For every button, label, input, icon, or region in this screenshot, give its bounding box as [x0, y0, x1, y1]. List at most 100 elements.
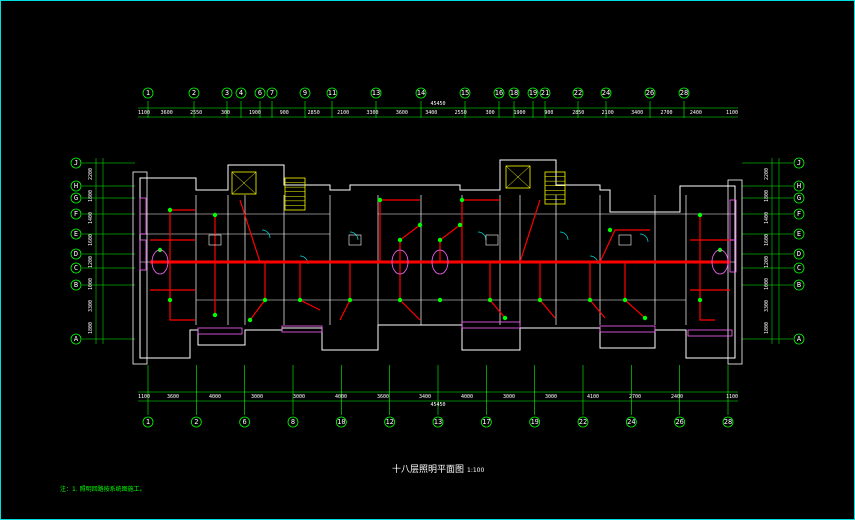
dim-bottom-10: 3000: [545, 394, 557, 400]
axis-label-bottom-12: 12: [385, 418, 393, 426]
dim-top-2: 2550: [190, 110, 202, 116]
circuit-run-1: [169, 262, 195, 321]
circuit-run-22: [239, 199, 261, 263]
dim-top-16: 2100: [602, 110, 614, 116]
light-fixture-18: [459, 197, 465, 203]
axis-label-bottom-2: 2: [194, 418, 198, 426]
axis-label-right-B: B: [797, 281, 801, 289]
axis-bubble-top-16: [493, 87, 505, 99]
axis-label-left-A: A: [74, 335, 79, 343]
dim-bottom-5: 4000: [335, 394, 347, 400]
light-fixture-9: [397, 297, 403, 303]
dim-left-2: 1400: [88, 212, 94, 224]
axis-bubble-left-A: [70, 333, 82, 345]
axis-bubble-right-J: [793, 157, 805, 169]
dim-top-19: 2400: [690, 110, 702, 116]
fan-symbol-3: [711, 249, 729, 275]
axis-bubble-bottom-13: [432, 416, 444, 428]
stair-outline-1: [544, 171, 566, 205]
light-fixture-26: [457, 222, 463, 228]
dim-left-0: 2200: [88, 168, 94, 180]
axis-label-bottom-24: 24: [627, 418, 635, 426]
axis-label-right-A: A: [797, 335, 802, 343]
axis-label-left-H: H: [74, 182, 78, 190]
axis-label-bottom-13: 13: [434, 418, 442, 426]
axis-bubble-top-19: [527, 87, 539, 99]
axis-label-right-D: D: [797, 250, 801, 258]
circuit-run-23: [519, 199, 541, 263]
axis-bubble-bottom-12: [384, 416, 396, 428]
dim-bottom-12: 2700: [629, 394, 641, 400]
dim-bottom-11: 4100: [587, 394, 599, 400]
dim-bottom-0: 1100: [138, 394, 150, 400]
window-5: [281, 325, 323, 333]
right-balcony: [727, 179, 743, 365]
axis-bubble-right-B: [793, 279, 805, 291]
dim-top-8: 3300: [366, 110, 378, 116]
circuit-run-11: [539, 262, 556, 319]
axis-bubble-bottom-17: [480, 416, 492, 428]
axis-bubble-right-F: [793, 208, 805, 220]
axis-label-bottom-6: 6: [243, 418, 247, 426]
drawing-note: 注：1. 照明回路按系统图施工。: [60, 486, 146, 493]
dining-table-1: [348, 234, 362, 246]
axis-bubble-top-1: [142, 87, 154, 99]
axis-bubble-bottom-26: [674, 416, 686, 428]
dim-left-1: 1800: [88, 190, 94, 202]
dim-top-18: 2700: [660, 110, 672, 116]
dim-top-17: 3400: [631, 110, 643, 116]
dim-top-7: 2100: [337, 110, 349, 116]
axis-bubble-bottom-10: [335, 416, 347, 428]
dim-top-4: 1900: [249, 110, 261, 116]
axis-label-right-F: F: [797, 210, 801, 218]
axis-label-bottom-17: 17: [482, 418, 490, 426]
axis-bubble-bottom-1: [142, 416, 154, 428]
axis-bubble-top-2: [188, 87, 200, 99]
dim-top-9: 3600: [396, 110, 408, 116]
elevator-cross-0: [231, 171, 257, 195]
axis-label-top-21: 21: [541, 89, 549, 97]
axis-bubble-left-G: [70, 192, 82, 204]
axis-label-left-C: C: [74, 264, 78, 272]
axis-bubble-top-3: [221, 87, 233, 99]
dim-right-4: 1200: [764, 256, 770, 268]
axis-label-left-F: F: [74, 210, 78, 218]
dim-left-6: 3300: [88, 300, 94, 312]
dim-total-top: 45450: [430, 101, 445, 107]
axis-label-top-26: 26: [646, 89, 654, 97]
dim-top-11: 2550: [455, 110, 467, 116]
dim-top-14: 900: [544, 110, 553, 116]
elevator-0: [231, 171, 257, 195]
axis-bubble-top-24: [600, 87, 612, 99]
axis-label-left-D: D: [74, 250, 78, 258]
axis-label-top-7: 7: [270, 89, 274, 97]
dining-table-3: [618, 234, 632, 246]
axis-bubble-top-21: [539, 87, 551, 99]
axis-bubble-bottom-8: [287, 416, 299, 428]
dim-top-0: 1100: [138, 110, 150, 116]
dim-right-3: 1600: [764, 234, 770, 246]
axis-bubble-top-28: [678, 87, 690, 99]
window-8: [687, 329, 733, 337]
door-2: [477, 231, 487, 241]
dim-bottom-9: 3000: [503, 394, 515, 400]
circuit-run-0: [169, 209, 195, 262]
dim-left-5: 1000: [88, 278, 94, 290]
circuit-run-10: [489, 262, 506, 319]
door-3: [559, 231, 569, 241]
light-fixture-11: [487, 297, 493, 303]
light-fixture-8: [437, 237, 443, 243]
dim-right-0: 2200: [764, 168, 770, 180]
dim-bottom-1: 3600: [167, 394, 179, 400]
axis-label-bottom-28: 28: [724, 418, 732, 426]
circuit-run-6: [339, 262, 351, 321]
axis-label-right-E: E: [797, 230, 801, 238]
axis-label-bottom-22: 22: [579, 418, 587, 426]
circuit-run-24: [599, 229, 650, 263]
axis-bubble-right-G: [793, 192, 805, 204]
dim-right-5: 1000: [764, 278, 770, 290]
light-fixture-12: [537, 297, 543, 303]
axis-bubble-left-D: [70, 248, 82, 260]
dim-top-5: 900: [280, 110, 289, 116]
